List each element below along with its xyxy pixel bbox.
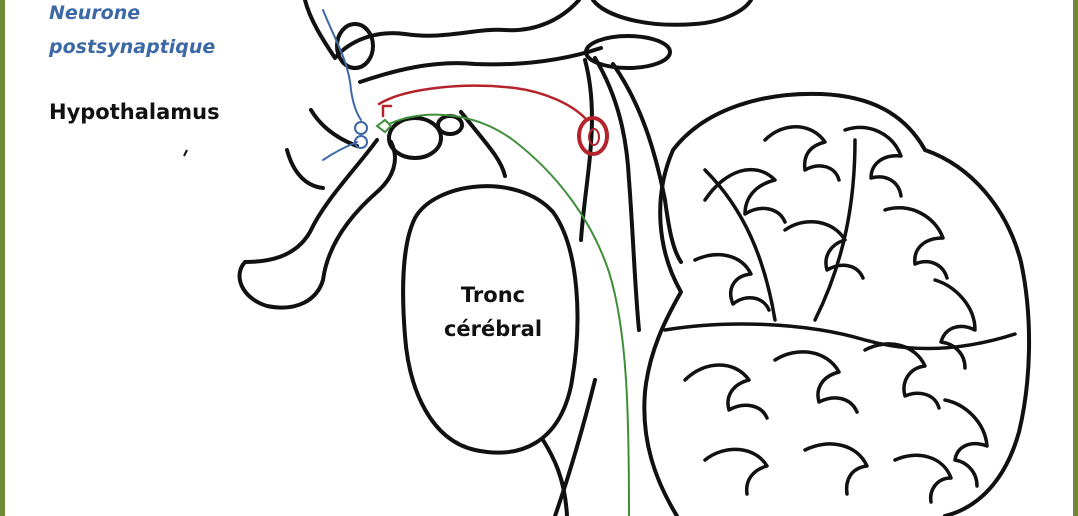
aqueduct-tube-inner xyxy=(611,62,683,264)
folia-11 xyxy=(943,398,989,488)
neuron-label: Neurone postsynaptique xyxy=(49,0,215,64)
folia-7 xyxy=(933,278,977,370)
mammillary-body xyxy=(436,114,464,136)
infundibulum-wall xyxy=(309,108,359,148)
brainstem-chamber xyxy=(401,184,580,455)
blue-soma xyxy=(354,121,368,135)
pineal-body xyxy=(584,34,672,70)
stray-mark xyxy=(183,149,188,157)
top-right-lobe xyxy=(591,0,753,27)
folia-divider-2 xyxy=(703,168,777,322)
folia-5 xyxy=(783,220,865,280)
hypothalamus-label: Hypothalamus xyxy=(49,100,220,124)
midbrain-fold xyxy=(459,110,507,178)
green-terminal xyxy=(375,118,393,134)
red-nucleus xyxy=(577,116,609,156)
brainstem-label-line2: cérébral xyxy=(443,317,543,341)
blue-dendrite xyxy=(322,141,358,161)
red-fiber xyxy=(377,84,587,120)
red-hook xyxy=(381,104,393,118)
folia-divider-3 xyxy=(813,138,857,322)
optic-chiasm xyxy=(285,148,325,190)
folia-8 xyxy=(683,363,769,420)
blue-soma-2 xyxy=(354,135,368,149)
red-pathway xyxy=(377,84,609,156)
green-fiber xyxy=(388,113,630,516)
postsynaptic-neuron xyxy=(322,9,368,161)
neuron-label-line2: postsynaptique xyxy=(49,36,216,58)
neuron-label-line1: Neurone xyxy=(49,2,141,24)
cerebellum-outline xyxy=(642,91,1032,516)
medulla-fold xyxy=(541,438,569,516)
blue-axon xyxy=(322,9,362,121)
red-nucleus-core xyxy=(588,128,600,146)
folia-12 xyxy=(703,447,769,496)
brain-diagram xyxy=(183,0,1032,516)
folia-6 xyxy=(883,206,949,280)
thalamic-nucleus xyxy=(387,116,443,160)
pituitary-stalk xyxy=(237,138,397,310)
green-pathway xyxy=(375,113,630,516)
folia-10 xyxy=(863,342,941,410)
folia-3 xyxy=(843,125,903,198)
cerebrum-outline xyxy=(303,0,581,60)
upper-nucleus xyxy=(335,22,375,70)
folia-9 xyxy=(773,350,859,414)
folia-divider xyxy=(663,322,1017,351)
folia-1 xyxy=(703,168,787,224)
cerebrum-lower-contour xyxy=(358,46,603,84)
folia-13 xyxy=(803,442,869,496)
aqueduct-tube xyxy=(593,56,641,332)
brainstem-label: Tronc cérébral xyxy=(433,278,553,346)
brainstem-label-line1: Tronc xyxy=(460,283,526,307)
folia-2 xyxy=(763,125,841,182)
pons-outline xyxy=(579,58,594,242)
folia-4 xyxy=(693,252,771,312)
medulla-outline xyxy=(553,378,597,516)
folia-14 xyxy=(893,453,953,504)
